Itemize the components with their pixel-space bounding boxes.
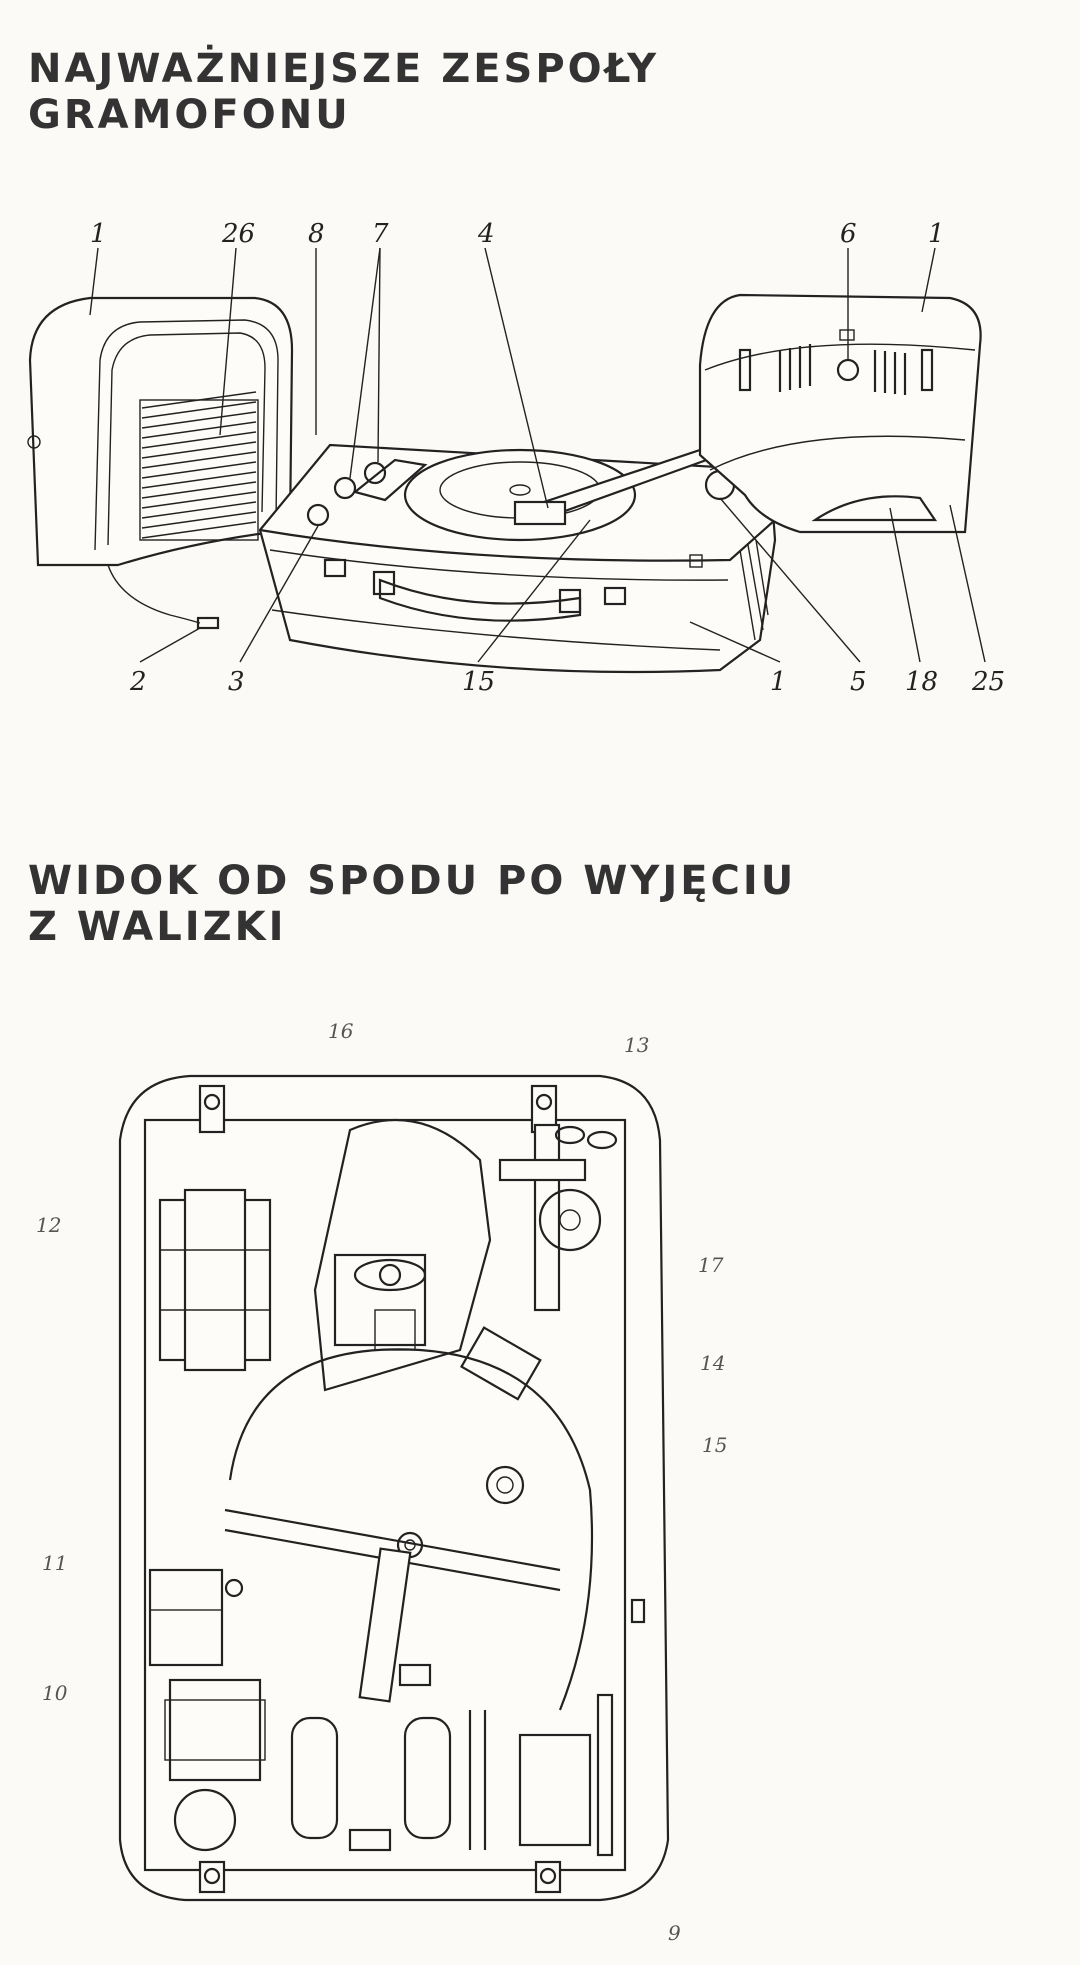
callout-15: 15: [462, 667, 495, 697]
callout-2: 2: [129, 667, 147, 697]
callout-9: 9: [668, 1921, 681, 1945]
output-transformer: [164, 1678, 266, 1852]
heading-line-1: WIDOK OD SPODU PO WYJĘCIU: [28, 858, 797, 904]
heading-line-2: Z WALIZKI: [28, 904, 287, 950]
idler-assembly: [498, 1123, 618, 1312]
callout-13: 13: [624, 1033, 649, 1057]
callout-15: 15: [702, 1433, 727, 1457]
power-transformer: [158, 1188, 272, 1372]
callout-12: 12: [36, 1213, 61, 1237]
callout-4: 4: [477, 220, 495, 249]
leader-lines: [89, 247, 986, 663]
side-grille-dots: [739, 539, 769, 641]
mounting-clips: [198, 1084, 562, 1894]
left-speaker-lid: [27, 296, 294, 567]
case-latches: [323, 558, 627, 606]
callout-numbers-bottom: 2 3 15 1 5 18 25: [129, 667, 1005, 697]
selector-knobs: [306, 461, 387, 527]
section-heading-underside: WIDOK OD SPODU PO WYJĘCIU Z WALIZKI: [28, 858, 796, 950]
callout-14: 14: [700, 1351, 725, 1375]
callout-1-right: 1: [928, 220, 945, 249]
cable: [107, 564, 201, 624]
relay-unit: [148, 1568, 244, 1667]
callout-25: 25: [971, 667, 1005, 697]
callout-16: 16: [328, 1019, 354, 1043]
motor-plate: [313, 1118, 492, 1392]
speaker-grille: [139, 391, 259, 541]
callout-10: 10: [42, 1681, 68, 1705]
heading-line-1: NAJWAŻNIEJSZE ZESPOŁY: [28, 46, 660, 92]
callout-26: 26: [221, 220, 255, 249]
right-lid: [698, 293, 982, 534]
callout-numbers-underside: 16 13 12 17 14 15 11 10 9: [36, 1019, 727, 1945]
callout-17: 17: [698, 1253, 724, 1277]
callout-8: 8: [308, 220, 325, 249]
callout-5: 5: [850, 667, 867, 697]
callout-numbers-top: 1 26 8 7 4 6 1: [90, 220, 945, 249]
gramophone-illustration: 1 26 8 7 4 6 1 2 3 15 1 5 18 25: [27, 220, 1005, 697]
underside-illustration: 16 13 12 17 14 15 11 10 9: [36, 1019, 727, 1945]
vacuum-tubes: [290, 1716, 452, 1852]
callout-3: 3: [228, 667, 245, 697]
callout-18: 18: [905, 667, 938, 697]
heading-line-2: GRAMOFONU: [28, 92, 351, 138]
callout-7: 7: [372, 220, 389, 249]
case-handle: [372, 570, 582, 622]
turntable-case: [258, 443, 777, 674]
lower-right-board: [468, 1598, 646, 1857]
callout-11: 11: [42, 1551, 67, 1575]
plug: [196, 616, 220, 630]
section-heading-components: NAJWAŻNIEJSZE ZESPOŁY GRAMOFONU: [28, 46, 659, 138]
callout-6: 6: [840, 220, 857, 249]
callout-1-case: 1: [770, 667, 787, 697]
callout-1: 1: [90, 220, 107, 249]
platter: [403, 448, 637, 542]
dial-scale: [352, 458, 428, 502]
main-plate: [224, 1348, 594, 1711]
